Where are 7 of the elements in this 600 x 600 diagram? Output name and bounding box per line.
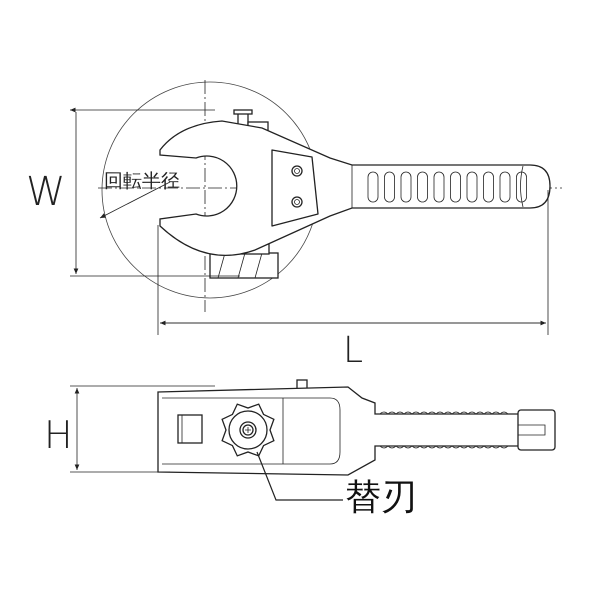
dimension-label: W [26,172,66,212]
dimension-label: L [343,333,364,369]
leader-line [256,452,343,501]
replacement-blade [221,403,275,457]
dimension-label: 回転半径 [104,172,180,191]
part-label: 替刃 [345,478,417,518]
dimension-label: H [44,416,73,454]
